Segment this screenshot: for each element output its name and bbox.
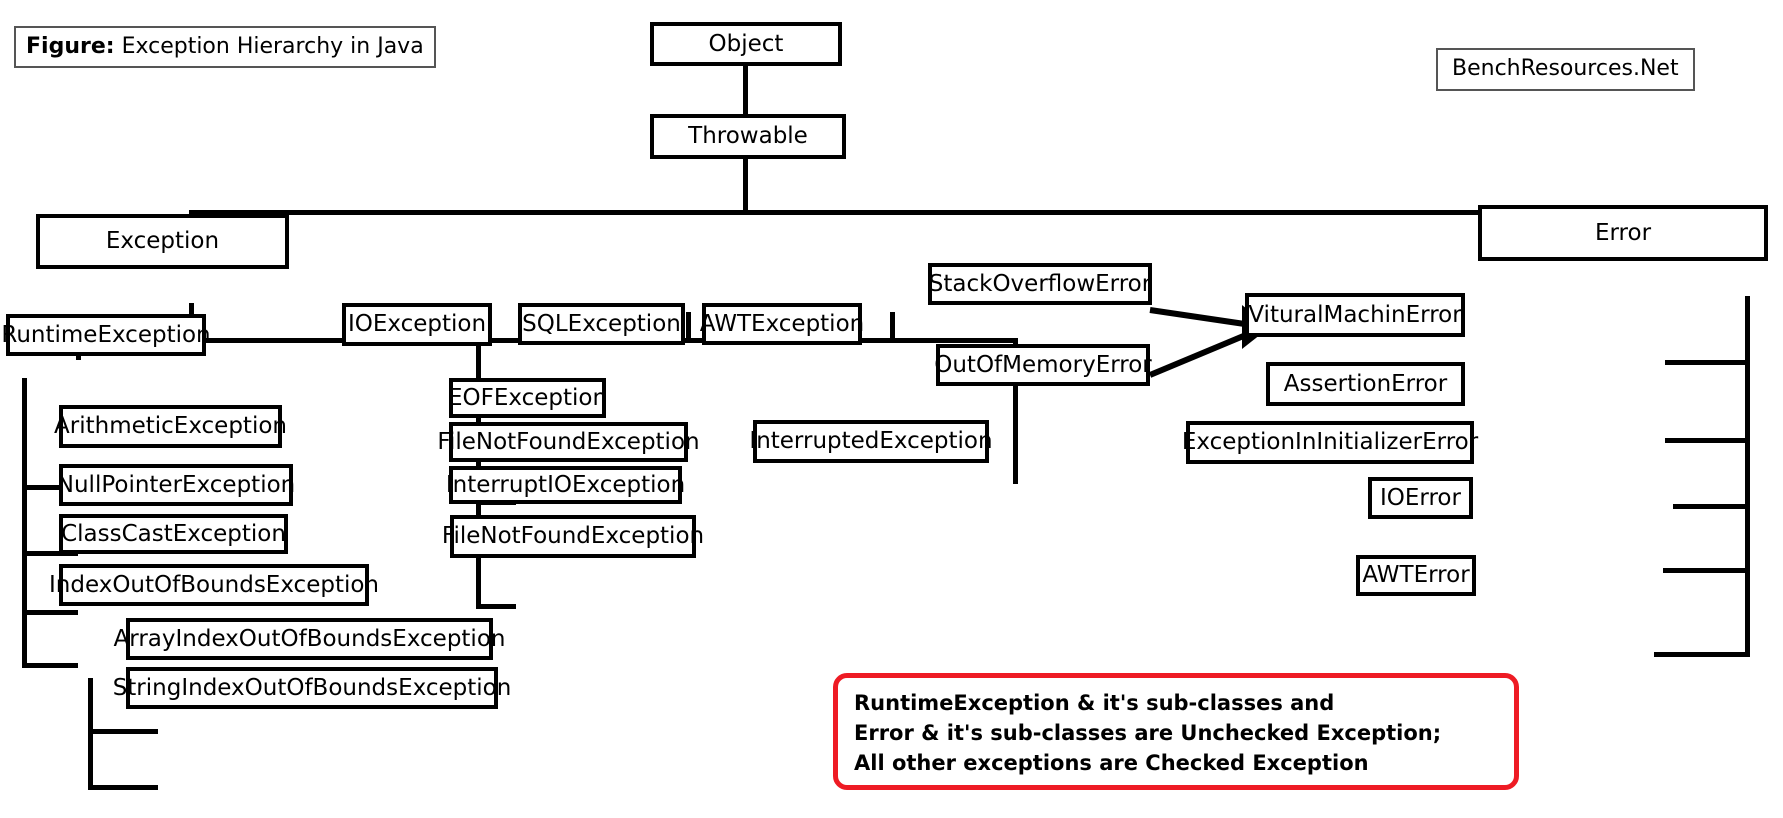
edge-throwable-bus xyxy=(189,210,1615,215)
edge-ioobe-string xyxy=(88,785,158,790)
watermark-badge: BenchResources.Net xyxy=(1436,48,1695,91)
figure-title-caption: Exception Hierarchy in Java xyxy=(121,34,424,59)
node-ioexception[interactable]: IOException xyxy=(342,303,492,346)
node-exceptionininitializererror-label: ExceptionInInitializerError xyxy=(1181,429,1479,455)
node-filenotfoundexception-1[interactable]: FileNotFoundException xyxy=(437,422,700,462)
edge-error-exceptionininit xyxy=(1673,504,1750,509)
node-throwable-label: Throwable xyxy=(688,123,808,149)
node-filenotfoundexception-1-label: FileNotFoundException xyxy=(437,428,700,455)
node-object-label: Object xyxy=(708,30,784,57)
node-awterror[interactable]: AWTError xyxy=(1356,555,1476,596)
note-line-3: All other exceptions are Checked Excepti… xyxy=(854,750,1369,775)
edge-error-ioerror xyxy=(1663,568,1750,573)
edge-error-assertion xyxy=(1665,438,1750,443)
node-ioerror-label: IOError xyxy=(1380,484,1461,511)
node-error[interactable]: Error xyxy=(1478,205,1768,261)
node-vituralmachinerror[interactable]: VituralMachinError xyxy=(1245,293,1465,337)
edge-bus-to-sqlexception xyxy=(686,312,691,340)
node-interruptedexception[interactable]: InterruptedException xyxy=(749,420,993,463)
edge-runtime-indexoutofbounds xyxy=(22,663,78,668)
edge-ioobe-spine xyxy=(88,678,93,790)
watermark-label: BenchResources.Net xyxy=(1452,56,1679,81)
node-stackoverflowerror[interactable]: StackOverflowError xyxy=(928,263,1152,305)
node-ioexception-label: IOException xyxy=(347,311,487,337)
edge-runtimeexception-spine xyxy=(22,378,27,668)
edge-bus-to-awtexception xyxy=(890,312,895,340)
figure-title: Figure: Exception Hierarchy in Java xyxy=(14,26,436,68)
node-nullpointerexception[interactable]: NullPointerException xyxy=(56,464,296,506)
edge-object-throwable xyxy=(743,64,748,117)
node-arithmeticexception[interactable]: ArithmeticException xyxy=(54,405,287,448)
note-line-2: Error & it's sub-classes are Unchecked E… xyxy=(854,720,1442,745)
node-assertionerror[interactable]: AssertionError xyxy=(1266,362,1465,406)
node-awterror-label: AWTError xyxy=(1362,562,1470,588)
note-line-1: RuntimeException & it's sub-classes and xyxy=(854,691,1335,715)
node-eofexception[interactable]: EOFException xyxy=(447,378,608,418)
edge-runtime-classcast xyxy=(22,610,78,615)
node-runtimeexception-label: RuntimeException xyxy=(1,321,211,348)
node-classcastexception[interactable]: ClassCastException xyxy=(59,514,288,554)
edge-error-spine xyxy=(1745,296,1750,656)
node-arithmeticexception-label: ArithmeticException xyxy=(54,413,287,439)
edge-ioobe-array xyxy=(88,729,158,734)
node-runtimeexception[interactable]: RuntimeException xyxy=(1,314,211,356)
node-stringindexoutofboundsexception[interactable]: StringIndexOutOfBoundsException xyxy=(113,667,511,709)
node-interruptioexception[interactable]: InterruptIOException xyxy=(445,466,686,504)
node-sqlexception[interactable]: SQLException xyxy=(518,303,685,345)
node-indexoutofboundsexception-label: IndexOutOfBoundsException xyxy=(49,571,379,598)
node-arrayindexoutofboundsexception[interactable]: ArrayIndexOutOfBoundsException xyxy=(114,618,505,660)
node-assertionerror-label: AssertionError xyxy=(1283,370,1448,397)
edge-throwable-down xyxy=(743,157,748,215)
unchecked-checked-note: RuntimeException & it's sub-classes and … xyxy=(833,673,1519,790)
node-outofmemoryerror-label: OutOfMemoryError xyxy=(934,351,1152,378)
edge-runtime-arithmetic xyxy=(22,485,78,490)
node-ioerror[interactable]: IOError xyxy=(1368,477,1473,519)
node-stackoverflowerror-label: StackOverflowError xyxy=(928,270,1152,297)
node-filenotfoundexception-2[interactable]: FileNotFoundException xyxy=(442,515,704,558)
node-interruptioexception-label: InterruptIOException xyxy=(445,471,686,498)
node-filenotfoundexception-2-label: FileNotFoundException xyxy=(441,523,705,549)
edge-runtime-nullpointer xyxy=(22,551,78,556)
node-awtexception-label: AWTException xyxy=(699,310,865,337)
node-error-label: Error xyxy=(1594,219,1652,246)
node-indexoutofboundsexception[interactable]: IndexOutOfBoundsException xyxy=(49,564,379,606)
edge-error-vitural xyxy=(1665,360,1750,365)
node-object[interactable]: Object xyxy=(650,22,842,66)
node-stringindexoutofboundsexception-label: StringIndexOutOfBoundsException xyxy=(112,674,512,701)
node-vituralmachinerror-label: VituralMachinError xyxy=(1248,301,1462,328)
node-throwable[interactable]: Throwable xyxy=(650,114,846,159)
node-eofexception-label: EOFException xyxy=(447,384,608,411)
node-exceptionininitializererror[interactable]: ExceptionInInitializerError xyxy=(1182,421,1478,464)
edge-bus-to-interruptedexception xyxy=(1013,338,1018,484)
node-arrayindexoutofboundsexception-label: ArrayIndexOutOfBoundsException xyxy=(113,625,506,652)
node-outofmemoryerror[interactable]: OutOfMemoryError xyxy=(934,344,1152,386)
node-sqlexception-label: SQLException xyxy=(522,310,681,337)
node-awtexception[interactable]: AWTException xyxy=(699,303,865,345)
node-classcastexception-label: ClassCastException xyxy=(61,520,286,547)
node-nullpointerexception-label: NullPointerException xyxy=(56,471,296,498)
figure-title-lead: Figure: xyxy=(26,34,115,59)
node-exception-label: Exception xyxy=(105,228,220,254)
edge-io-filenotfound2 xyxy=(476,604,516,609)
node-exception[interactable]: Exception xyxy=(36,214,289,269)
edge-error-awterror xyxy=(1654,652,1750,657)
node-interruptedexception-label: InterruptedException xyxy=(749,428,993,454)
